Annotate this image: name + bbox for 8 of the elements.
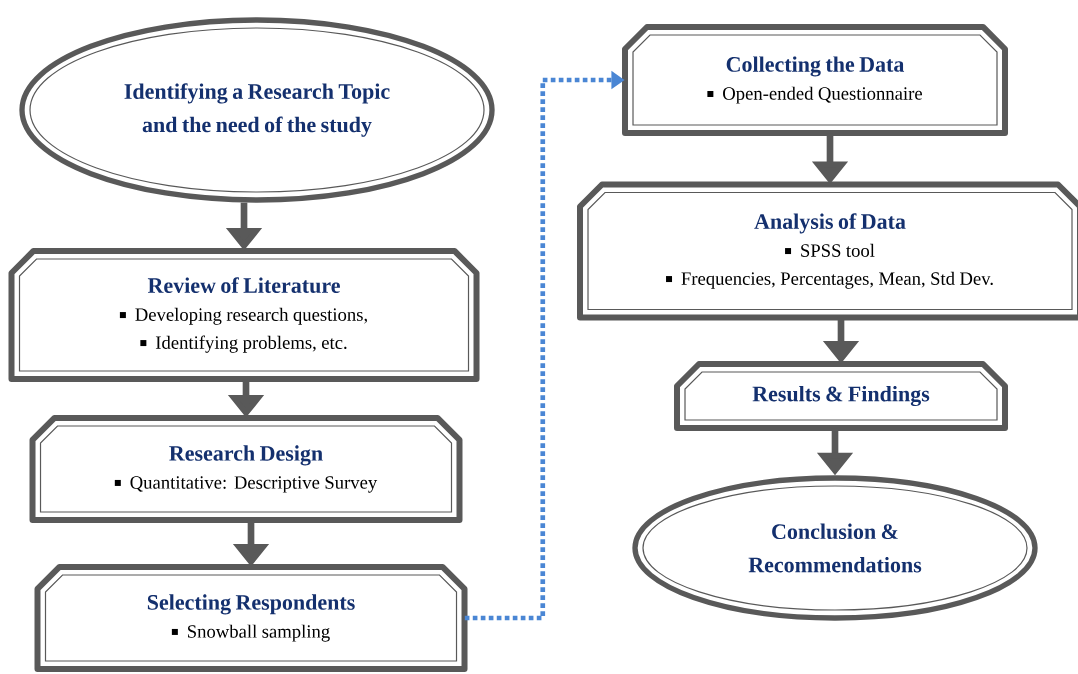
process-box: Research Design Quantitative: Descriptive Survey xyxy=(29,415,463,523)
oval-box: Identifying a Research Topic and the need of the study xyxy=(19,17,495,203)
process-box: Analysis of Data SPSS tool Frequencies, Percentages, Mean, Std Dev. xyxy=(577,181,1078,321)
oval-box: Conclusion & Recommendations xyxy=(632,475,1038,621)
process-box: Selecting Respondents Snowball sampling xyxy=(34,564,468,672)
process-box: Collecting the Data Open-ended Questionnaire xyxy=(622,24,1008,136)
process-box: Review of Literature Developing research questions, Identifying problems, etc. xyxy=(8,248,480,382)
process-box: Results & Findings xyxy=(674,361,1008,431)
